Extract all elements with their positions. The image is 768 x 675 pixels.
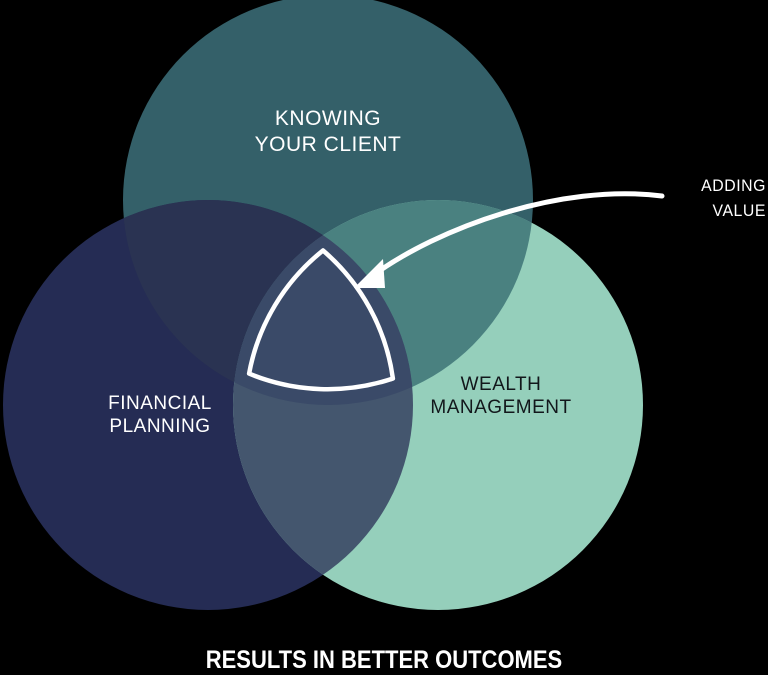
callout-arrow-line <box>369 191 665 279</box>
callout-label-adding-value: ADDING VALUE <box>701 176 766 220</box>
center-overlap-outline <box>246 248 396 392</box>
callout-arrow-head <box>354 259 385 288</box>
diagram-caption: RESULTS IN BETTER OUTCOMES <box>205 646 563 674</box>
